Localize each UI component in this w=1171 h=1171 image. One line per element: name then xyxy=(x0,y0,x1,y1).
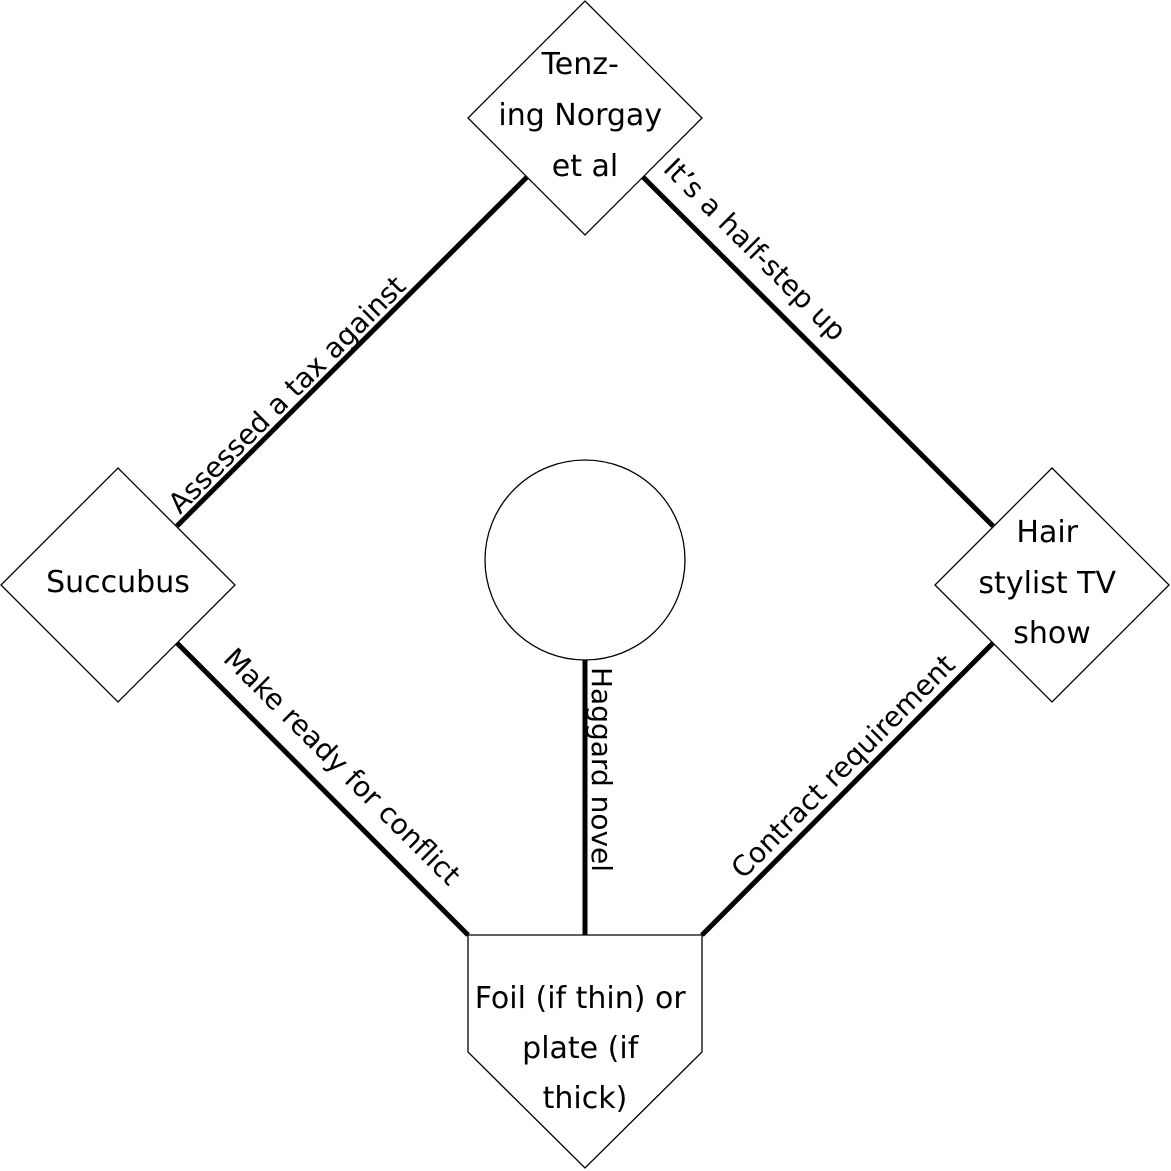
edge-label-top-right: It’s a half-step up xyxy=(657,152,853,348)
node-right-line: stylist TV xyxy=(978,566,1116,601)
node-home-line: Foil (if thin) or xyxy=(475,981,687,1016)
node-top-line: ing Norgay xyxy=(498,98,662,133)
node-top-diamond xyxy=(467,0,703,236)
node-home-label: Foil (if thin) or plate (if thick) xyxy=(475,981,695,1116)
node-home-plate xyxy=(467,934,703,1169)
edge-left-top xyxy=(175,175,529,528)
edge-label-left-home: Make ready for conflict xyxy=(217,642,467,892)
edge-label-left-top: Assessed a tax against xyxy=(162,269,413,520)
node-left-label: Succubus xyxy=(46,565,190,600)
node-home-line: plate (if xyxy=(522,1031,640,1066)
edge-top-right xyxy=(641,175,995,528)
edge-right-home xyxy=(700,641,995,937)
node-top-line: Tenz- xyxy=(541,47,619,82)
node-right-line: show xyxy=(1013,616,1091,651)
edge-label-center-home: Haggard novel xyxy=(585,667,618,872)
node-top-line: et al xyxy=(552,149,618,184)
node-right-diamond xyxy=(934,467,1170,703)
node-left-diamond xyxy=(0,467,236,703)
node-right-label: Hair stylist TV show xyxy=(978,515,1125,651)
node-top-label: Tenz- ing Norgay et al xyxy=(498,47,671,184)
node-left-line: Succubus xyxy=(46,565,190,600)
edge-label-right-home: Contract requirement xyxy=(725,648,962,885)
node-home-line: thick) xyxy=(543,1081,628,1116)
node-right-line: Hair xyxy=(1016,515,1078,550)
edge-left-home xyxy=(175,641,470,937)
node-center-circle xyxy=(484,459,686,661)
